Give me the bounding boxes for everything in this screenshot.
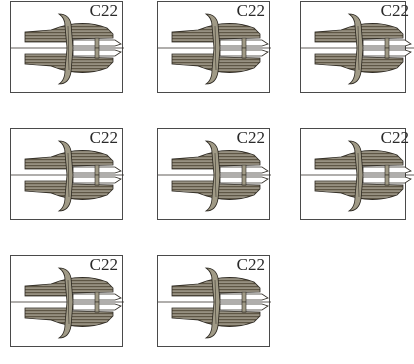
part-tile: C22 <box>10 255 125 347</box>
part-tile: C22 <box>157 1 272 93</box>
part-code-label: C22 <box>89 255 118 274</box>
part-code-label: C22 <box>89 1 118 20</box>
part-code-label: C22 <box>236 128 265 147</box>
part-code-label: C22 <box>380 1 409 20</box>
part-code-label: C22 <box>236 255 265 274</box>
part-tile: C22 <box>157 128 272 220</box>
part-tile: C22 <box>10 1 125 93</box>
part-tile: C22 <box>10 128 125 220</box>
part-code-label: C22 <box>236 1 265 20</box>
part-tile: C22 <box>157 255 272 347</box>
part-tile: C22 <box>300 1 414 93</box>
part-code-label: C22 <box>89 128 118 147</box>
part-code-label: C22 <box>380 128 409 147</box>
part-tile: C22 <box>300 128 414 220</box>
